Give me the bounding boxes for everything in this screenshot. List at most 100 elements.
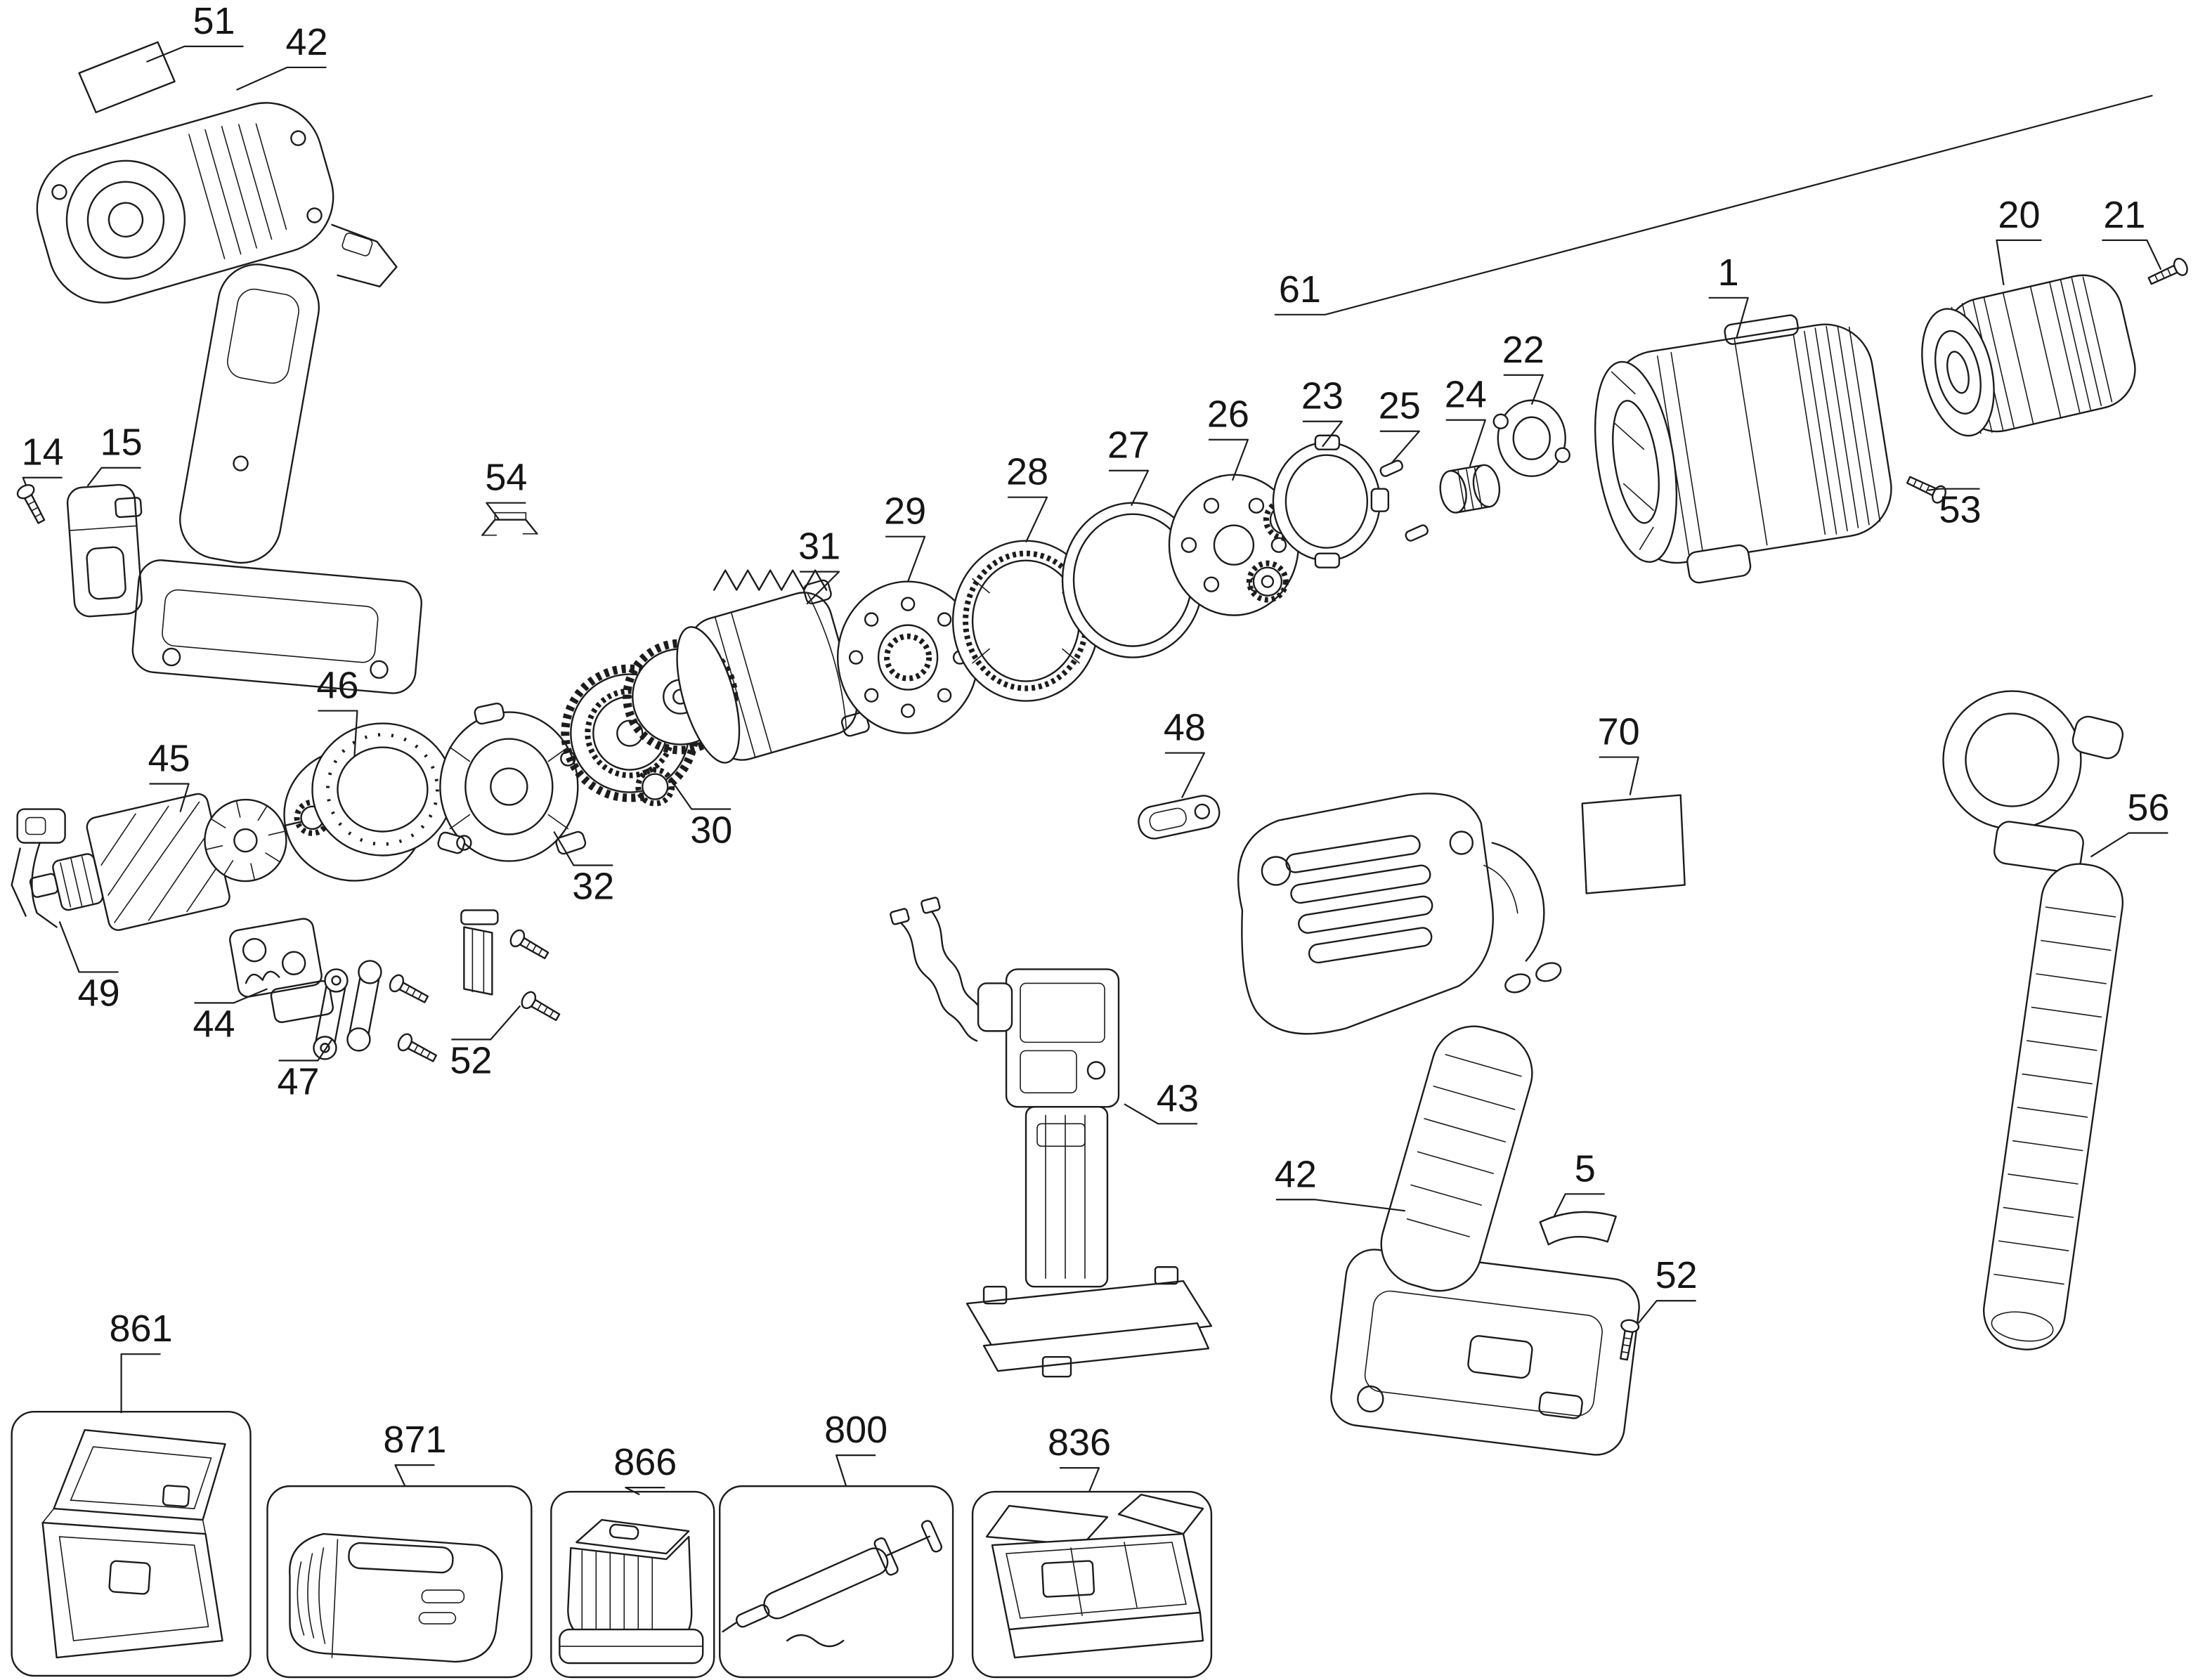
part-label-p14: 14 [22, 431, 64, 474]
part-label-p25: 25 [1379, 385, 1421, 427]
part-label-p70: 70 [1598, 711, 1640, 753]
leader-line-p26 [1208, 438, 1249, 481]
part-label-p871: 871 [383, 1419, 446, 1461]
leader-line-p871 [394, 1464, 435, 1487]
part-label-p46: 46 [316, 665, 358, 707]
spindle-washer [1492, 399, 1570, 477]
leader-line-p836 [1060, 1467, 1100, 1492]
part-label-p47: 47 [277, 1060, 319, 1102]
leader-line-p52a [451, 1005, 521, 1041]
part-label-p51: 51 [193, 0, 235, 42]
rear-housing-half [36, 102, 422, 694]
screw-14 [14, 481, 51, 527]
leader-line-p25 [1379, 430, 1420, 464]
leader-line-p15 [86, 467, 141, 487]
part-label-p15: 15 [100, 422, 143, 464]
part-label-p52a: 52 [450, 1039, 492, 1081]
part-label-p53: 53 [1939, 489, 1981, 531]
switch-assembly [890, 897, 1213, 1378]
bracket-52 [460, 909, 564, 1026]
part-label-p24: 24 [1445, 374, 1487, 416]
leader-line-p46 [318, 710, 358, 756]
part-label-p28: 28 [1006, 451, 1048, 493]
part-label-p44: 44 [193, 1003, 235, 1045]
pins-25 [1379, 460, 1429, 542]
leader-line-p14 [22, 476, 63, 486]
leader-line-p861 [120, 1353, 161, 1414]
clutch-gearcase [1594, 314, 1892, 584]
nameplate-sticker [1581, 794, 1686, 894]
leader-line-p800 [835, 1454, 876, 1487]
leader-line-p31 [800, 571, 840, 605]
part-label-p42a: 42 [285, 21, 327, 63]
part-label-p31: 31 [798, 526, 840, 568]
leader-line-p53 [1927, 488, 1980, 491]
leader-line-p21 [2102, 239, 2162, 271]
part-label-p54: 54 [485, 457, 527, 499]
brush-links [313, 960, 440, 1067]
front-housing-half [1237, 793, 1640, 1456]
leader-line-p22 [1503, 374, 1544, 405]
part-label-p23: 23 [1301, 375, 1344, 417]
coupler-nut [1439, 464, 1501, 514]
leader-line-p51 [146, 45, 244, 63]
part-label-p836: 836 [1048, 1421, 1111, 1464]
part-label-p26: 26 [1207, 393, 1249, 436]
lock-clip [1138, 795, 1221, 840]
leader-line-p32 [553, 831, 613, 866]
belt-clip [66, 483, 143, 618]
leader-line-p56 [2090, 832, 2168, 858]
leader-line-p49 [58, 921, 119, 973]
brush-spring-clip [11, 808, 66, 928]
leader-line-p48 [1164, 752, 1206, 799]
leader-line-p70 [1599, 756, 1639, 795]
spring [713, 569, 828, 591]
charger-group [266, 1485, 533, 1679]
part-label-p21: 21 [2103, 194, 2145, 236]
leader-line-p52b [1637, 1300, 1696, 1324]
grease-kit-group [719, 1485, 954, 1679]
part-label-p866: 866 [613, 1441, 677, 1483]
leader-line-p27 [1108, 469, 1150, 507]
leader-line-p1 [1708, 297, 1749, 338]
part-label-p42b: 42 [1275, 1153, 1317, 1195]
leader-line-p42a [236, 66, 327, 91]
curved-sticker [1539, 1211, 1617, 1246]
leader-line-p5 [1553, 1193, 1605, 1217]
spring-bracket [481, 512, 538, 536]
leader-line-p20 [1996, 239, 2042, 286]
part-label-p56: 56 [2127, 787, 2169, 829]
leader-line-p866 [625, 1487, 665, 1496]
part-label-p20: 20 [1998, 194, 2040, 236]
leader-line-p47 [278, 1038, 333, 1062]
leader-line-p28 [1008, 496, 1048, 543]
part-label-p32: 32 [572, 865, 614, 907]
leader-line-p54 [486, 502, 526, 521]
part-label-p49: 49 [78, 972, 120, 1014]
leader-line-p24 [1445, 419, 1486, 467]
side-handle [1942, 690, 2124, 1350]
part-label-p861: 861 [110, 1308, 173, 1350]
gearbox-housing [676, 569, 870, 764]
motor-armature [29, 793, 331, 931]
leader-line-p43 [1124, 1103, 1197, 1125]
warning-label-sticker [78, 41, 176, 114]
chuck [1921, 274, 2136, 437]
part-label-p48: 48 [1164, 707, 1206, 749]
leader-line-p61 [1274, 94, 2153, 315]
screw-21 [2145, 255, 2191, 290]
tote-tray-group [971, 1490, 1213, 1679]
leader-line-p45 [149, 783, 190, 812]
field-stator [283, 722, 454, 882]
part-label-p800: 800 [824, 1409, 887, 1451]
brush-holder [229, 918, 334, 1024]
kit-box-group [11, 1410, 252, 1677]
part-label-p22: 22 [1502, 329, 1544, 371]
leader-line-p30 [671, 780, 731, 810]
leader-line-p29 [885, 535, 926, 582]
part-label-p45: 45 [148, 738, 190, 780]
leader-line-p23 [1302, 420, 1343, 448]
leader-line-p42b [1275, 1199, 1405, 1212]
part-label-p52b: 52 [1656, 1254, 1698, 1296]
